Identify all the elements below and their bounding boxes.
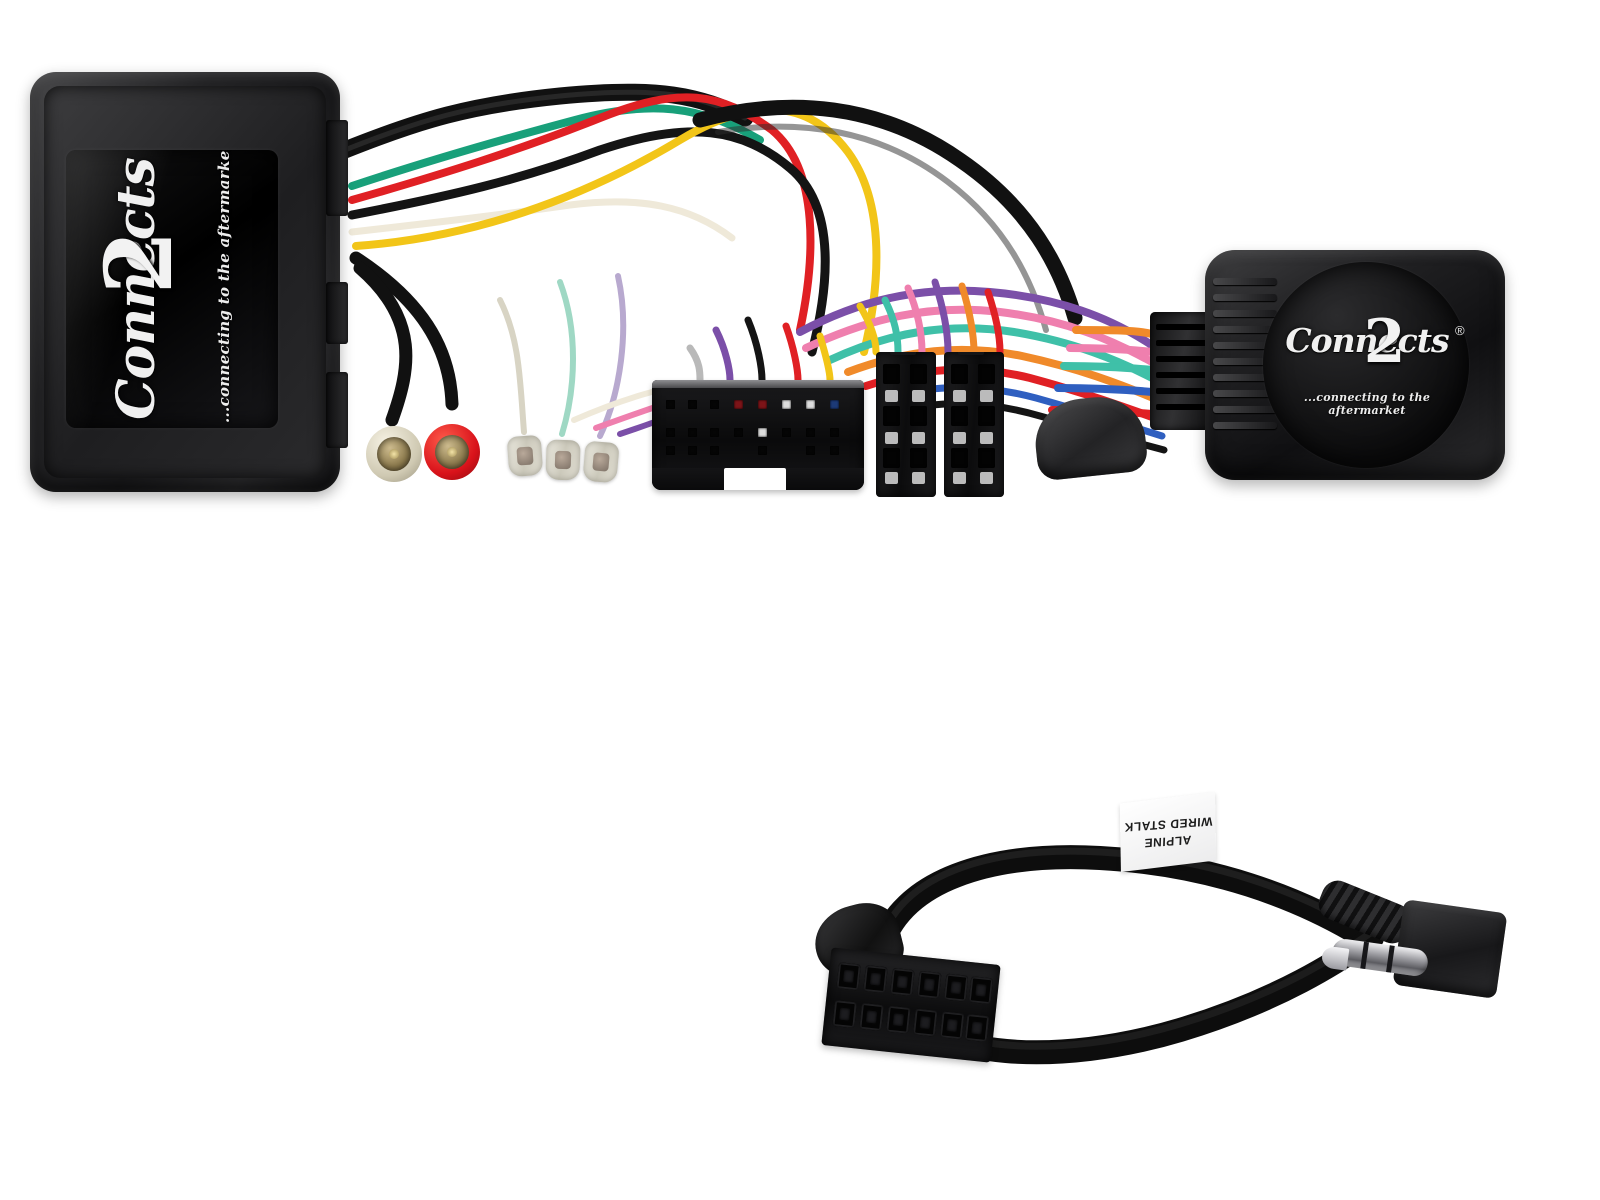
connects2-logo-swc: Connects 2 ® ...connecting to the afterm… [1267,312,1467,417]
rca-plug-white [366,426,422,482]
vehicle-quadlock-connector [652,380,864,490]
iso-latch-tab [890,352,916,355]
brand-tagline-swc: ...connecting to the aftermarket [1303,391,1431,417]
cable-identification-label: ALPINE WIRED STALK [1119,791,1217,873]
module-cooling-fins [1213,278,1277,448]
brand-tagline: ...connecting to the aftermarket [215,150,233,423]
cable-label-line2: WIRED STALK [1123,813,1213,835]
brand-lockup-swc: Connects 2 ® [1285,312,1464,372]
rca-center-pin-red [447,447,457,457]
iso-speaker-connector [876,352,936,497]
cable-label-line1: ALPINE [1143,832,1192,851]
module-port-mid [326,282,348,344]
steering-wheel-control-module: Connects 2 ® ...connecting to the afterm… [1205,250,1505,480]
interface-module: ® Connects 2 ...connecting to the afterm… [30,72,348,492]
bullet-connector-2 [545,439,581,481]
module-disc-face [1263,262,1469,468]
module-port-bottom [326,372,348,448]
iso-power-connector [944,352,1004,497]
connector-keyway [724,468,786,490]
module-label-plate: ® Connects 2 ...connecting to the afterm… [66,150,278,428]
rca-center-pin-white [389,449,399,459]
rca-plug-red [424,424,480,480]
patch-lead-12pin-connector [821,947,1001,1063]
registered-mark-icon-swc: ® [1454,323,1465,338]
connects2-logo: ® Connects 2 ...connecting to the afterm… [85,150,233,423]
connector-rail [652,380,864,388]
brand-numeral-swc: 2 [1363,307,1406,377]
bullet-core-2 [554,450,572,470]
iso-latch-tab-2 [958,352,984,355]
bullet-core-1 [516,446,534,466]
brand-lockup: ® Connects 2 [85,158,193,420]
bullet-core-3 [592,452,610,472]
jack-35mm-tip [1320,945,1350,971]
brand-wordmark-swc: Connects [1285,321,1449,360]
connector-pin-grid [662,394,854,455]
brand-numeral: 2 [85,230,193,295]
antenna-adapter-boot [1031,392,1149,482]
bullet-connector-3 [582,440,620,484]
cable-label-text: ALPINE WIRED STALK [1123,811,1213,852]
bullet-connector-1 [506,434,544,478]
module-port-top [326,120,348,216]
